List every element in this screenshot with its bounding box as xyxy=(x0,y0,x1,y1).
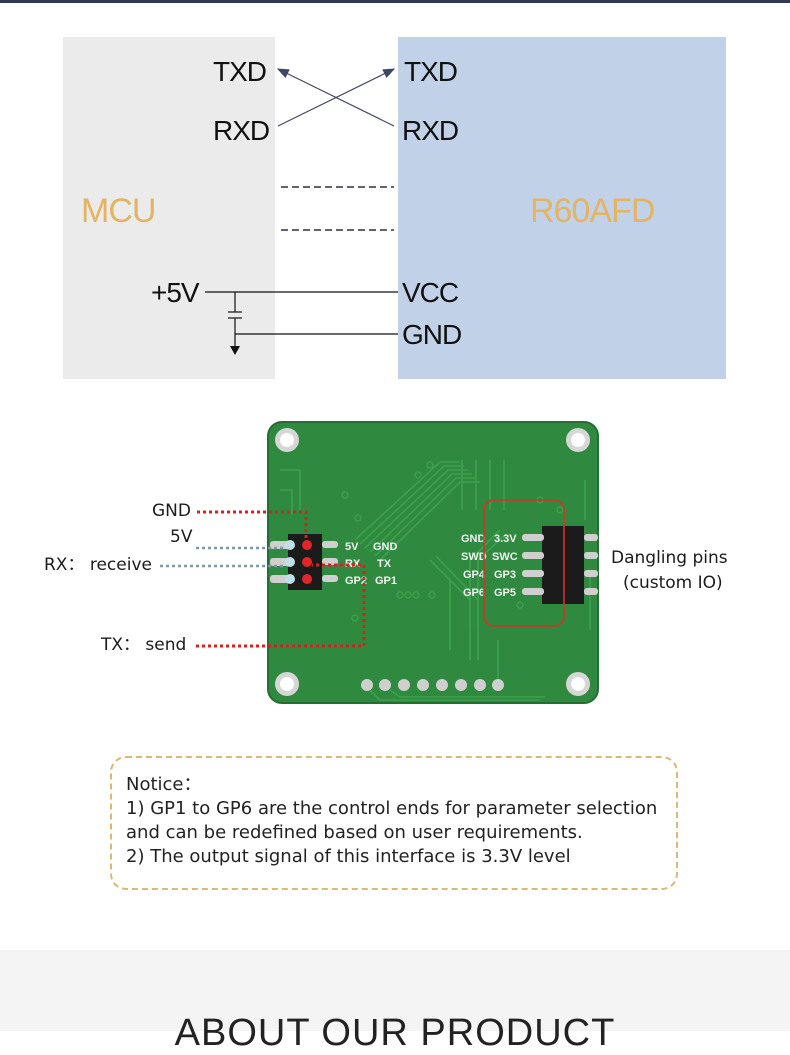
wiring-lines xyxy=(205,68,398,355)
mcu-txd-label: TXD xyxy=(213,56,267,87)
silk-gp1: GP1 xyxy=(375,575,397,587)
r60afd-title: R60AFD xyxy=(530,192,655,230)
mcu-rxd-label: RXD xyxy=(213,115,270,146)
gnd-leader xyxy=(197,510,308,540)
dangling-pins-highlight xyxy=(483,499,565,627)
silk-tx: TX xyxy=(377,558,392,570)
rx-callout: RX： receive xyxy=(44,555,152,575)
about-our-product-heading: ABOUT OUR PRODUCT xyxy=(174,1012,616,1054)
notice-box xyxy=(110,756,678,890)
silk-gp6: GP6 xyxy=(463,587,485,599)
mcu-block xyxy=(63,37,275,379)
silk-gp5: GP5 xyxy=(494,587,516,599)
silk-gp4: GP4 xyxy=(463,569,486,581)
dangling-pins-callout-line1: Dangling pins xyxy=(611,548,728,568)
top-bar xyxy=(0,0,790,3)
notice-line-1: 1) GP1 to GP6 are the control ends for p… xyxy=(126,798,658,819)
r60afd-vcc-label: VCC xyxy=(402,277,459,308)
wire-rxd-to-txd-reverse xyxy=(276,68,395,127)
5v-callout: 5V xyxy=(170,527,193,547)
gnd-callout: GND xyxy=(152,501,191,521)
silk-gnd-right: GND xyxy=(461,533,486,545)
notice-line-3: 2) The output signal of this interface i… xyxy=(126,846,571,867)
mounting-holes xyxy=(275,428,590,696)
mcu-5v-label: +5V xyxy=(151,277,200,308)
r60afd-rxd-label: RXD xyxy=(402,115,459,146)
right-pin-header xyxy=(522,526,598,604)
notice-text: Notice： 1) GP1 to GP6 are the control en… xyxy=(126,773,657,869)
r60afd-block xyxy=(398,37,726,379)
silk-swd: SWD xyxy=(461,551,487,563)
r60afd-gnd-label: GND xyxy=(402,319,462,350)
dangling-pins-callout-line2: (custom IO) xyxy=(623,573,723,593)
silk-gp3: GP3 xyxy=(494,569,516,581)
ground-arrow-icon xyxy=(230,346,240,355)
silk-gp2: GP2 xyxy=(345,575,367,587)
notice-heading: Notice： xyxy=(126,774,202,795)
tx-callout: TX： send xyxy=(101,635,187,655)
left-pin-header xyxy=(270,534,338,590)
silk-3v3: 3.3V xyxy=(494,533,517,545)
silk-gnd: GND xyxy=(373,541,398,553)
tx-leader xyxy=(196,563,366,648)
notice-line-2: and can be redefined based on user requi… xyxy=(126,822,583,843)
bottom-pads xyxy=(361,679,504,691)
silk-5v: 5V xyxy=(345,541,359,553)
mcu-title: MCU xyxy=(81,192,156,230)
silk-swc: SWC xyxy=(492,551,518,563)
about-section xyxy=(0,950,790,1031)
r60afd-txd-label: TXD xyxy=(404,56,458,87)
pcb-board-image: 5V GND RX TX GP2 GP1 GND 3.3V SWD SWC GP… xyxy=(160,421,599,704)
pcb-traces xyxy=(280,460,591,701)
